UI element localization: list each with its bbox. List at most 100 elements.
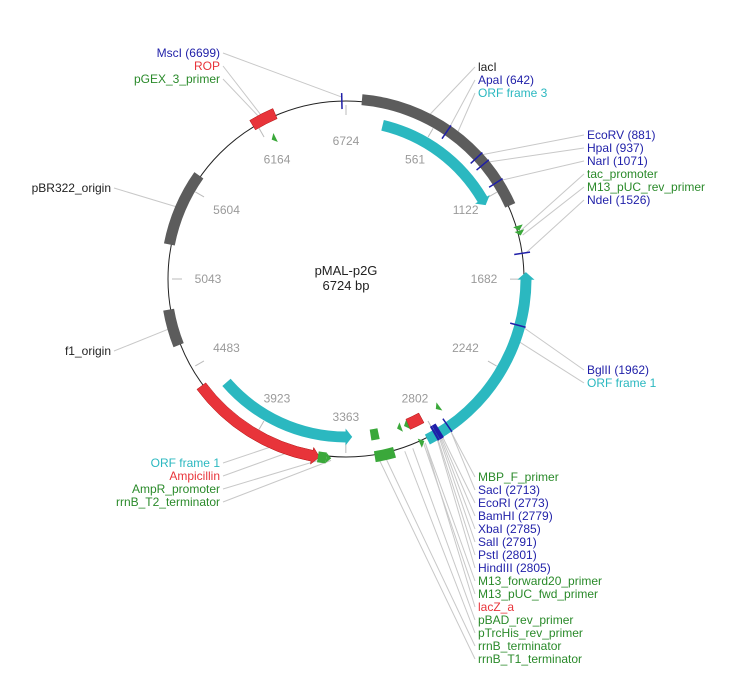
- tick-label: 3363: [333, 410, 360, 424]
- leader-line: [378, 457, 476, 660]
- leader-line: [440, 433, 476, 504]
- leader-line: [449, 428, 476, 491]
- orf-frame-3-feature: [381, 119, 490, 206]
- psti-2801-label[interactable]: PstI (2801): [478, 548, 537, 562]
- rrnb-t1-terminator-feature: [369, 428, 380, 441]
- leader-line: [436, 436, 476, 569]
- leader-line: [517, 340, 585, 384]
- orf-frame-1-label[interactable]: ORF frame 1: [587, 376, 657, 390]
- xbai-2785-label[interactable]: XbaI (2785): [478, 522, 541, 536]
- rrnb-t2-terminator-arrow: [325, 452, 332, 463]
- sali-2791-label[interactable]: SalI (2791): [478, 535, 537, 549]
- msci-6699-label[interactable]: MscI (6699): [157, 46, 220, 60]
- apai-642-label[interactable]: ApaI (642): [478, 73, 534, 87]
- tick-label: 2242: [452, 341, 479, 355]
- hindiii-2805-label[interactable]: HindIII (2805): [478, 561, 551, 575]
- tick-label: 4483: [213, 341, 240, 355]
- pgex-3-primer-arrow: [271, 133, 278, 143]
- orf-frame-3-label[interactable]: ORF frame 3: [478, 86, 548, 100]
- hpai-site-mark: [476, 159, 490, 171]
- restriction-sites: [340, 93, 531, 441]
- leader-line: [521, 325, 585, 371]
- tick-mark: [427, 128, 434, 138]
- f1-origin-feature: [163, 308, 184, 348]
- tac-promoter-label[interactable]: tac_promoter: [587, 167, 658, 181]
- sali-site-mark: [431, 424, 442, 440]
- ampicillin-feature: [196, 382, 320, 465]
- bamhi-2779-label[interactable]: BamHI (2779): [478, 509, 553, 523]
- orf-frame-1-feature: [424, 272, 535, 445]
- ecori-2773-label[interactable]: EcoRI (2773): [478, 496, 549, 510]
- rop-feature: [249, 108, 278, 131]
- tick-label: 1682: [471, 272, 498, 286]
- leader-line: [113, 187, 179, 208]
- leader-line: [438, 435, 476, 543]
- leader-line: [448, 79, 476, 130]
- f1-origin-label[interactable]: f1_origin: [65, 344, 111, 358]
- tick-mark: [258, 420, 265, 430]
- bamhi-site-mark: [433, 424, 444, 439]
- tick-mark: [487, 191, 498, 198]
- laci-label[interactable]: lacI: [478, 60, 497, 74]
- m13-forward20-primer-label[interactable]: M13_forward20_primer: [478, 574, 602, 588]
- m13-puc-rev-primer-label[interactable]: M13_pUC_rev_primer: [587, 180, 705, 194]
- tick-label: 5043: [195, 272, 222, 286]
- tick-label: 3923: [264, 391, 291, 405]
- leader-line: [479, 134, 585, 156]
- leader-line: [412, 448, 476, 621]
- laci-feature: [361, 94, 516, 208]
- ecorv-881-label[interactable]: EcoRV (881): [587, 128, 655, 142]
- feature-arcs: [163, 94, 535, 465]
- rop-label[interactable]: ROP: [194, 59, 220, 73]
- orf-frame-1-label[interactable]: ORF frame 1: [151, 456, 221, 470]
- leader-line: [404, 451, 476, 634]
- tick-label: 6164: [264, 152, 291, 166]
- tick-mark: [195, 191, 205, 198]
- ndei-site-mark: [514, 251, 531, 256]
- orf-frame-1-feature: [222, 378, 353, 446]
- leader-line: [222, 459, 332, 503]
- position-ticks: 6724561112216822242280233633923448350435…: [172, 105, 521, 454]
- ecorv-site-mark: [470, 151, 483, 164]
- m13-puc-rev-primer-arrow: [514, 229, 525, 236]
- tick-label: 5604: [213, 203, 240, 217]
- plasmid-length: 6724 bp: [323, 278, 370, 293]
- ptrchis-rev-primer-arrow: [397, 422, 403, 432]
- ampr-promoter-feature: [316, 451, 327, 464]
- m13-forward20-primer-arrow: [417, 438, 425, 448]
- leader-line: [222, 78, 261, 119]
- tick-label: 2802: [402, 392, 429, 406]
- pbr322-origin-label[interactable]: pBR322_origin: [32, 181, 111, 195]
- tick-label: 6724: [333, 134, 360, 148]
- rrnb-t2-terminator-label[interactable]: rrnB_T2_terminator: [116, 495, 220, 509]
- lacz-a-label[interactable]: lacZ_a: [478, 600, 514, 614]
- leader-line: [525, 199, 585, 254]
- bglii-1962-label[interactable]: BglII (1962): [587, 363, 649, 377]
- leader-line: [222, 52, 342, 98]
- ndei-1526-label[interactable]: NdeI (1526): [587, 193, 650, 207]
- leader-line: [439, 434, 476, 517]
- ptrchis-rev-primer-label[interactable]: pTrcHis_rev_primer: [478, 626, 583, 640]
- rrnb-terminator-label[interactable]: rrnB_terminator: [478, 639, 561, 653]
- leader-line: [113, 327, 171, 352]
- leader-line: [222, 458, 322, 490]
- leader-line: [222, 451, 290, 477]
- ampicillin-label[interactable]: Ampicillin: [169, 469, 220, 483]
- pbad-rev-primer-label[interactable]: pBAD_rev_primer: [478, 613, 573, 627]
- pgex-3-primer-label[interactable]: pGEX_3_primer: [134, 72, 220, 86]
- leader-line: [449, 428, 476, 478]
- leader-line: [222, 65, 264, 118]
- hindiii-site-mark: [429, 426, 440, 441]
- mbp-f-primer-label[interactable]: MBP_F_primer: [478, 470, 559, 484]
- nari-1071-label[interactable]: NarI (1071): [587, 154, 648, 168]
- rrnb-terminator-feature: [373, 447, 396, 463]
- m13-puc-fwd-primer-label[interactable]: M13_pUC_fwd_primer: [478, 587, 598, 601]
- tick-mark: [487, 360, 497, 367]
- leader-line: [436, 436, 476, 556]
- saci-2713-label[interactable]: SacI (2713): [478, 483, 540, 497]
- ampr-promoter-label[interactable]: AmpR_promoter: [132, 482, 220, 496]
- rrnb-t1-terminator-label[interactable]: rrnB_T1_terminator: [478, 652, 582, 666]
- tick-mark: [258, 128, 265, 138]
- hpai-937-label[interactable]: HpaI (937): [587, 141, 644, 155]
